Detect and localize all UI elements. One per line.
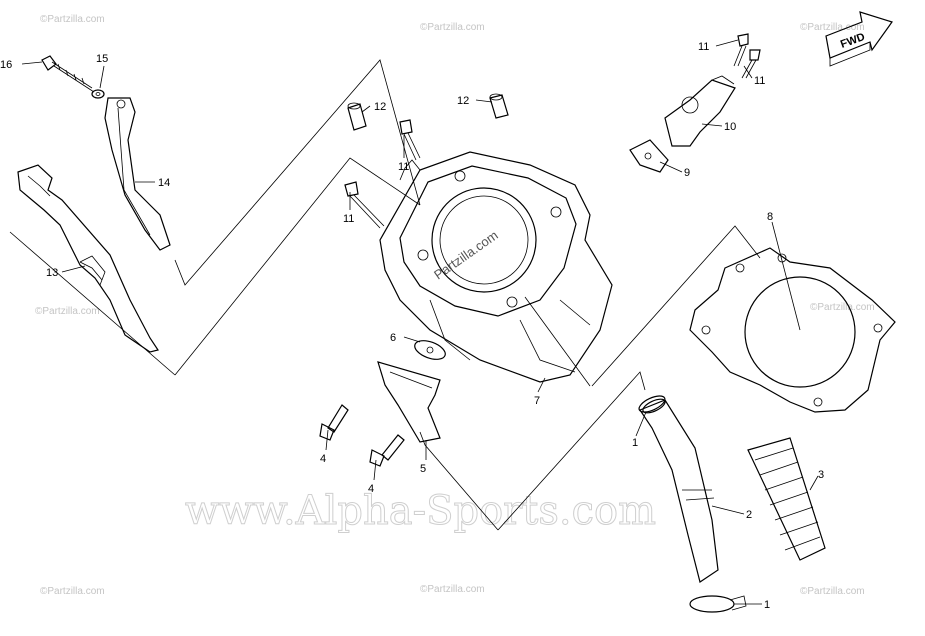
callout-14[interactable]: 14 — [158, 177, 170, 189]
callout-7[interactable]: 7 — [534, 395, 540, 407]
callout-15[interactable]: 15 — [96, 53, 108, 65]
alpha-sports-watermark: www.Alpha-Sports.com — [185, 488, 656, 534]
callout-11-d[interactable]: 11 — [343, 213, 354, 225]
forward-arrow-icon: FWD — [825, 11, 893, 67]
part-1-clamp-upper — [638, 395, 666, 413]
part-11-bolt-c — [399, 119, 421, 161]
partzilla-corner-watermark: ©Partzilla.com — [35, 306, 100, 317]
part-4-bolt-left — [319, 404, 349, 441]
callout-11-b[interactable]: 11 — [754, 75, 765, 87]
part-8-gasket — [689, 247, 896, 413]
callout-11-c[interactable]: 11 — [398, 161, 409, 173]
partzilla-center-watermark: Partzilla.com — [431, 227, 501, 282]
part-6-gasket — [414, 340, 446, 360]
callout-1-upper[interactable]: 1 — [632, 437, 638, 449]
callout-1-lower[interactable]: 1 — [764, 599, 770, 611]
part-13-chain-guide — [17, 164, 159, 353]
callout-12-right[interactable]: 12 — [457, 95, 469, 107]
part-11-bolt-a — [733, 33, 749, 67]
callout-11-a[interactable]: 11 — [698, 41, 709, 53]
callout-4-right[interactable]: 4 — [368, 483, 374, 495]
part-5-fitting — [377, 361, 441, 443]
partzilla-corner-watermark: ©Partzilla.com — [40, 14, 105, 25]
part-3-sleeve — [747, 437, 826, 561]
part-12-dowel-right — [489, 93, 509, 119]
callout-3[interactable]: 3 — [818, 469, 824, 481]
part-14-tensioner-arm — [104, 97, 171, 251]
callout-6[interactable]: 6 — [390, 332, 396, 344]
callout-16[interactable]: 16 — [0, 59, 12, 71]
leader-lines — [21, 39, 819, 605]
part-10-tensioner — [664, 75, 736, 147]
callout-labels: 16 15 14 13 12 12 11 11 11 11 10 9 8 7 6… — [0, 41, 824, 611]
part-11-bolt-b — [741, 49, 761, 79]
partzilla-corner-watermark: ©Partzilla.com — [800, 22, 865, 33]
callout-8[interactable]: 8 — [767, 211, 773, 223]
partzilla-corner-watermark: ©Partzilla.com — [800, 586, 865, 597]
part-12-dowel-left — [347, 102, 367, 131]
part-11-bolt-d — [344, 181, 385, 229]
partzilla-corner-watermark: ©Partzilla.com — [420, 22, 485, 33]
partzilla-corner-watermark: ©Partzilla.com — [420, 584, 485, 595]
part-15-washer — [91, 89, 105, 99]
callout-12-left[interactable]: 12 — [374, 101, 386, 113]
group-boundary-line — [9, 59, 761, 531]
forward-label: FWD — [839, 31, 867, 51]
callout-9[interactable]: 9 — [684, 167, 690, 179]
partzilla-corner-watermark: ©Partzilla.com — [40, 586, 105, 597]
callout-10[interactable]: 10 — [724, 121, 736, 133]
callout-4-left[interactable]: 4 — [320, 453, 326, 465]
partzilla-corner-watermark: ©Partzilla.com — [810, 302, 875, 313]
part-9-gasket — [629, 139, 669, 173]
callout-5[interactable]: 5 — [420, 463, 426, 475]
part-4-bolt-right — [369, 434, 405, 467]
part-16-bolt — [41, 55, 95, 93]
callout-13[interactable]: 13 — [46, 267, 58, 279]
callout-2[interactable]: 2 — [746, 509, 752, 521]
watermark-layer: www.Alpha-Sports.com ©Partzilla.com ©Par… — [35, 14, 875, 597]
